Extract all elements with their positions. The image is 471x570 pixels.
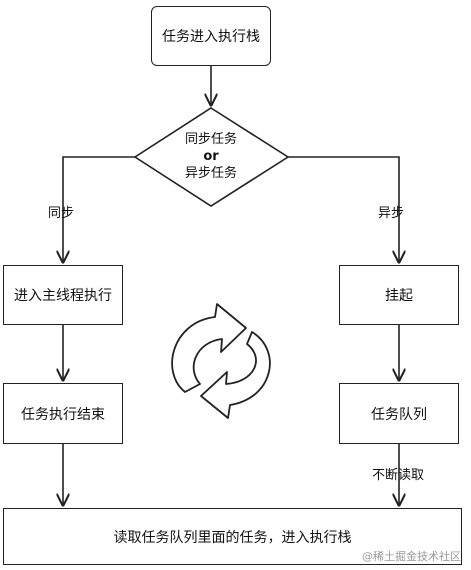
bottom-node: 读取任务队列里面的任务，进入执行栈	[3, 508, 462, 565]
main-thread-node: 进入主线程执行	[3, 265, 123, 325]
suspend-label: 挂起	[385, 288, 413, 304]
decision-label: 同步任务 or 异步任务	[150, 131, 272, 182]
start-node: 任务进入执行栈	[151, 6, 271, 66]
edge-label-sync: 同步	[48, 206, 75, 221]
start-node-label: 任务进入执行栈	[162, 29, 260, 45]
task-done-node: 任务执行结束	[3, 383, 123, 444]
edge-label-async: 异步	[378, 206, 405, 221]
task-queue-label: 任务队列	[371, 406, 427, 423]
decision-line-3: 异步任务	[184, 166, 237, 181]
edge-decision-async	[288, 156, 399, 262]
decision-line-1: 同步任务	[184, 132, 237, 147]
edge-label-read: 不断读取	[372, 468, 425, 483]
task-queue-node: 任务队列	[339, 383, 459, 444]
refresh-cycle-icon	[171, 303, 271, 419]
watermark: @稀土掘金技术社区	[362, 550, 461, 563]
main-thread-label: 进入主线程执行	[14, 288, 112, 304]
suspend-node: 挂起	[339, 265, 459, 325]
bottom-label: 读取任务队列里面的任务，进入执行栈	[113, 529, 352, 546]
task-done-label: 任务执行结束	[21, 406, 105, 423]
decision-diamond	[133, 107, 290, 207]
edge-decision-sync	[63, 156, 135, 262]
decision-line-2: or	[203, 149, 219, 164]
